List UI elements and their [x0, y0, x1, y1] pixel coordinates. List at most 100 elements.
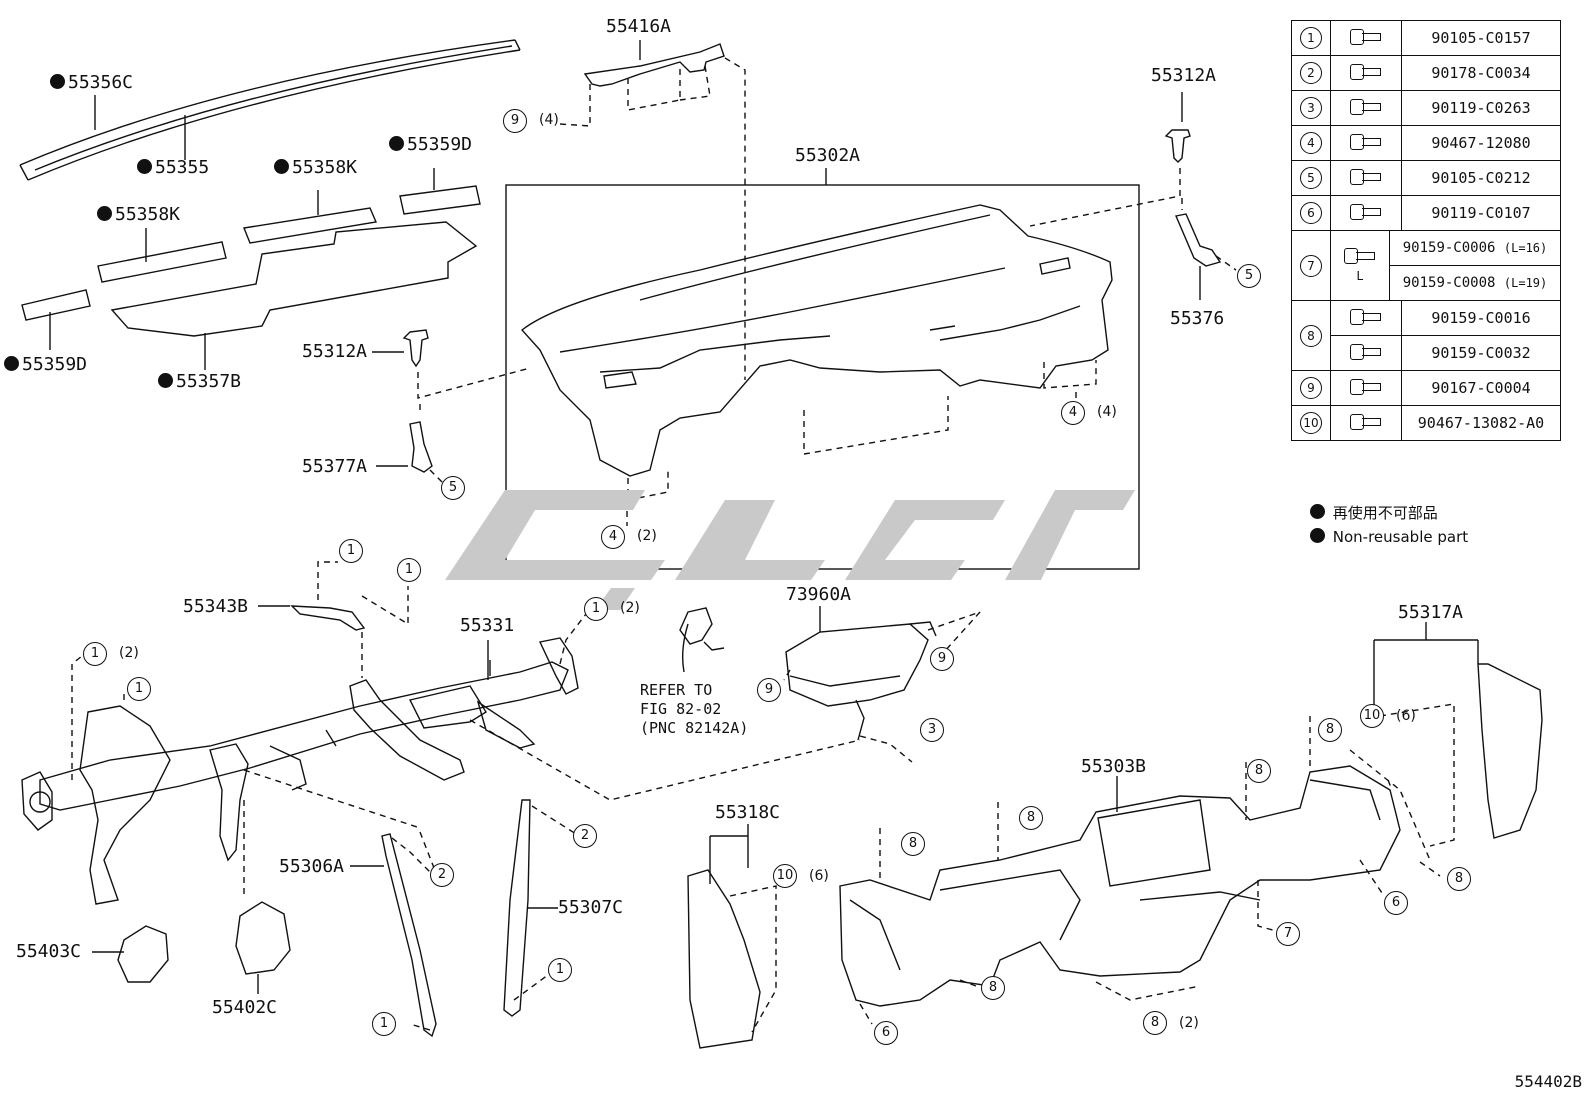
bolt-icon: [1350, 99, 1382, 115]
legend-part-number: 90467-12080: [1401, 125, 1561, 161]
molding-strip-55356C: [19, 39, 521, 181]
callout-circle: 3: [920, 718, 944, 742]
part-label-55377A: 55377A: [302, 456, 368, 477]
legend-row: 8 90159-C0016: [1291, 300, 1561, 371]
legend-number: 1: [1300, 27, 1322, 49]
callout-qty: (2): [637, 528, 657, 544]
callout-circle: 1: [397, 558, 421, 582]
bolt-icon: [1350, 204, 1382, 220]
part-label-55356C: 55356C: [50, 74, 133, 92]
non-reusable-dot-icon: [137, 159, 152, 174]
watermark-logo: [445, 490, 1135, 610]
callout-circle: 1: [584, 597, 608, 621]
callout-circle: 4: [1061, 401, 1085, 425]
non-reusable-dot-icon: [1310, 528, 1325, 543]
bracket-55416A: [583, 43, 725, 87]
callout-circle: 5: [441, 476, 465, 500]
legend-number: 5: [1300, 167, 1322, 189]
part-label-55403C: 55403C: [16, 941, 82, 962]
callout-circle: 10: [1360, 704, 1384, 728]
legend-row: 10 90467-13082-A0: [1291, 405, 1561, 441]
callout-circle: 1: [127, 677, 151, 701]
callout-circle: 8: [1447, 867, 1471, 891]
legend-row: 4 90467-12080: [1291, 125, 1561, 161]
callout-circle: 10: [773, 864, 797, 888]
legend-number: 3: [1300, 97, 1322, 119]
bolt-icon: [1350, 379, 1382, 395]
reinforcement-55306A: [381, 833, 437, 1038]
part-label-55307C: 55307C: [558, 897, 624, 918]
non-reusable-dot-icon: [389, 136, 404, 151]
non-reusable-dot-icon: [1310, 504, 1325, 519]
instrument-panel-55302A: [520, 204, 1113, 477]
non-reusable-dot-icon: [4, 356, 19, 371]
callout-circle: 4: [601, 525, 625, 549]
cover-55318C: [687, 869, 761, 1049]
bolt-icon: [1350, 169, 1382, 185]
callout-circle: 5: [1237, 264, 1261, 288]
part-label-55357B: 55357B: [158, 373, 241, 391]
callout-circle: 6: [1384, 891, 1408, 915]
part-label-55416A: 55416A: [606, 16, 672, 37]
legend-dimension: L: [1356, 268, 1364, 283]
reinforcement-55307C: [503, 799, 531, 1017]
legend-part-number: 90159-C0016: [1401, 300, 1561, 336]
legend-part-number: 90105-C0157: [1401, 20, 1561, 56]
pad-55359D-left: [21, 289, 91, 321]
duct-55403C: [117, 925, 169, 983]
callout-circle: 8: [901, 832, 925, 856]
callout-circle: 1: [372, 1012, 396, 1036]
knee-airbag-73960A: [785, 623, 929, 707]
pad-55358K-left: [97, 241, 227, 283]
part-label-55317A: 55317A: [1398, 602, 1464, 623]
legend-number: 10: [1300, 412, 1322, 434]
reference-note-line: REFER TO: [640, 681, 713, 699]
legend-row: 90159-C0032: [1292, 335, 1561, 371]
legend-part-number: 90178-C0034: [1401, 55, 1561, 91]
legend-row: 1 90105-C0157: [1291, 20, 1561, 56]
part-label-55312A-left: 55312A: [302, 341, 368, 362]
non-reusable-dot-icon: [97, 206, 112, 221]
legend-part-number: 90159-C0032: [1401, 335, 1561, 371]
legend-part-number: 90119-C0107: [1401, 195, 1561, 231]
screw-icon: [1344, 247, 1376, 264]
legend-number: 8: [1300, 324, 1322, 347]
reference-note-line: (PNC 82142A): [640, 719, 749, 737]
part-label-55359D-left: 55359D: [4, 356, 87, 374]
callout-circle: 9: [930, 647, 954, 671]
legend-part-number: 90119-C0263: [1401, 90, 1561, 126]
callout-circle: 8: [1143, 1011, 1167, 1035]
callout-circle: 9: [503, 109, 527, 133]
non-reusable-dot-icon: [158, 373, 173, 388]
phillips-screw-icon: [1350, 344, 1382, 360]
bracket-55377A: [409, 421, 433, 473]
legend-number: 2: [1300, 62, 1322, 84]
part-label-55331: 55331: [460, 615, 515, 636]
part-label-55312A-right: 55312A: [1151, 65, 1217, 86]
hex-screw-icon: [1350, 309, 1382, 325]
clip-55312A-right: [1164, 129, 1191, 163]
legend-row: 3 90119-C0263: [1291, 90, 1561, 126]
side-cover-55317A: [1477, 663, 1543, 839]
callout-circle: 2: [430, 863, 454, 887]
pad-55359D-right: [399, 185, 481, 215]
non-reusable-dot-icon: [50, 74, 65, 89]
callout-qty: (2): [620, 600, 640, 616]
legend-row: 2 90178-C0034: [1291, 55, 1561, 91]
legend-row: 6 90119-C0107: [1291, 195, 1561, 231]
reference-note-line: FIG 82-02: [640, 700, 722, 718]
part-label-55402C: 55402C: [212, 997, 278, 1018]
legend-part-number: 90159-C0006 (L=16): [1389, 230, 1561, 266]
callout-circle: 8: [1318, 718, 1342, 742]
callout-circle: 1: [548, 958, 572, 982]
part-label-55358K-right: 55358K: [274, 159, 357, 177]
legend-number: 9: [1300, 377, 1322, 399]
part-label-55359D-right: 55359D: [389, 136, 472, 154]
assembly-frame-55302A: [505, 184, 1140, 570]
part-label-73960A: 73960A: [786, 584, 852, 605]
legend-row: 90159-C0008 (L=19): [1292, 265, 1561, 301]
figure-code: 554402B: [1514, 1072, 1582, 1091]
callout-qty: (6): [1396, 708, 1416, 724]
bracket-55343B: [290, 605, 366, 631]
airbag-connector: [679, 607, 713, 645]
